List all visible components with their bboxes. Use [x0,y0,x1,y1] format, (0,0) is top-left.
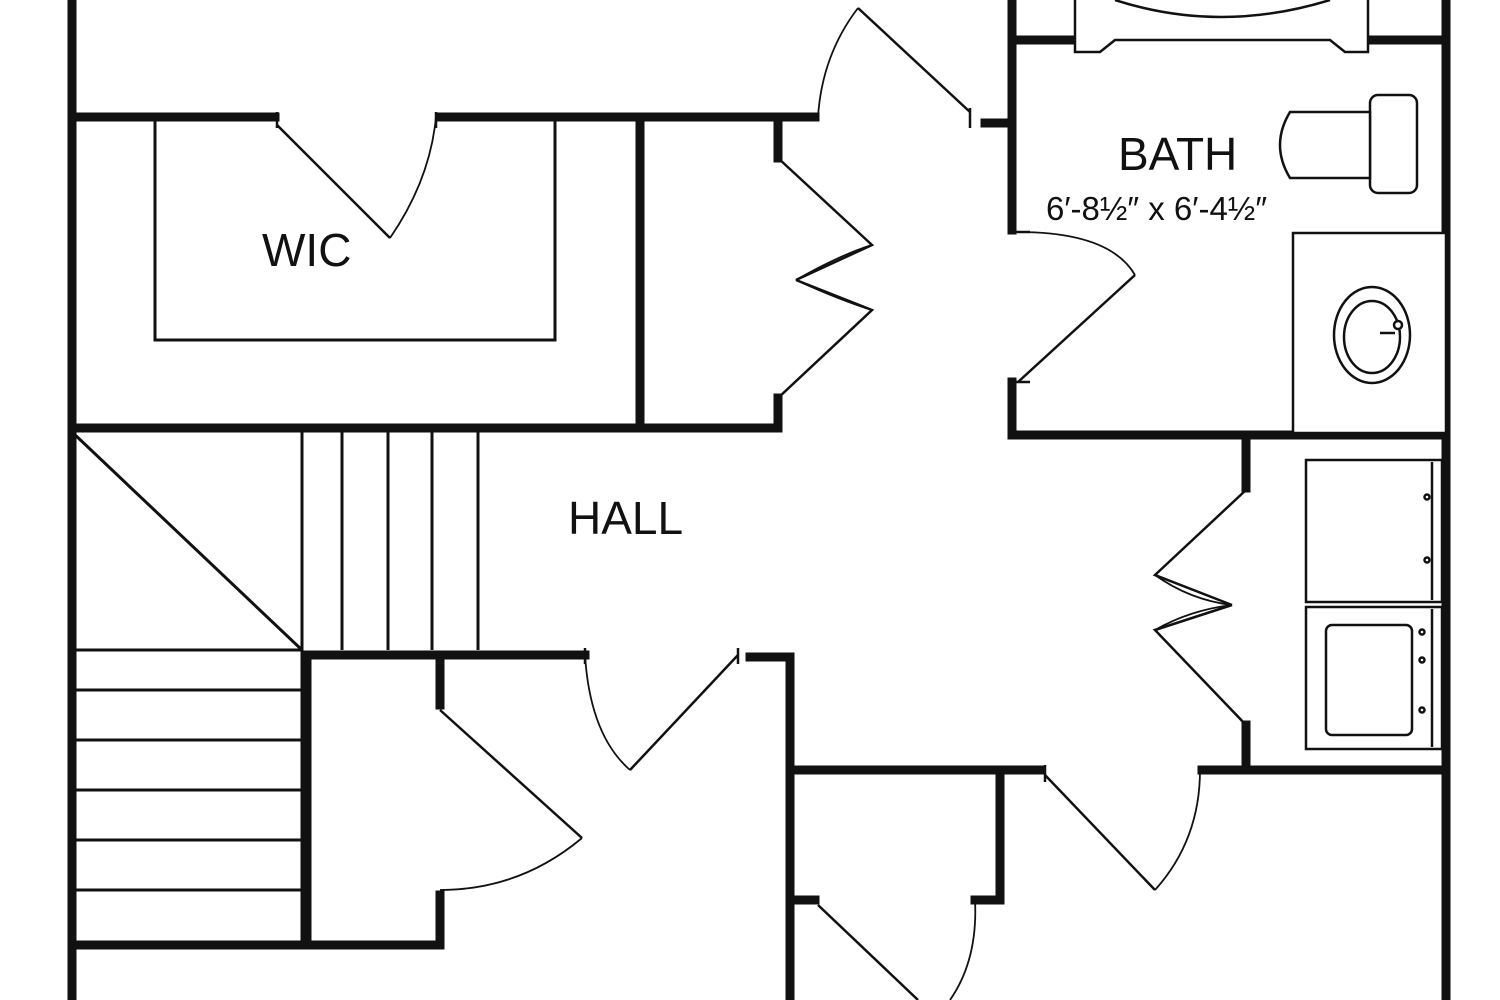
wic-label: WIC [262,224,351,276]
bath-label: BATH [1118,128,1237,180]
bath-dimensions: 6′-8½″ x 6′-4½″ [1046,190,1267,227]
stairs [70,430,480,945]
walls [67,0,1451,1000]
dryer-icon [1304,458,1444,604]
sink-icon [1291,231,1448,435]
wic-shelving [153,117,557,342]
toilet-icon [1278,93,1419,195]
doors [275,7,1247,1000]
bathtub-icon [1073,0,1370,54]
washer-icon [1304,605,1444,751]
hall-label: HALL [568,492,683,544]
